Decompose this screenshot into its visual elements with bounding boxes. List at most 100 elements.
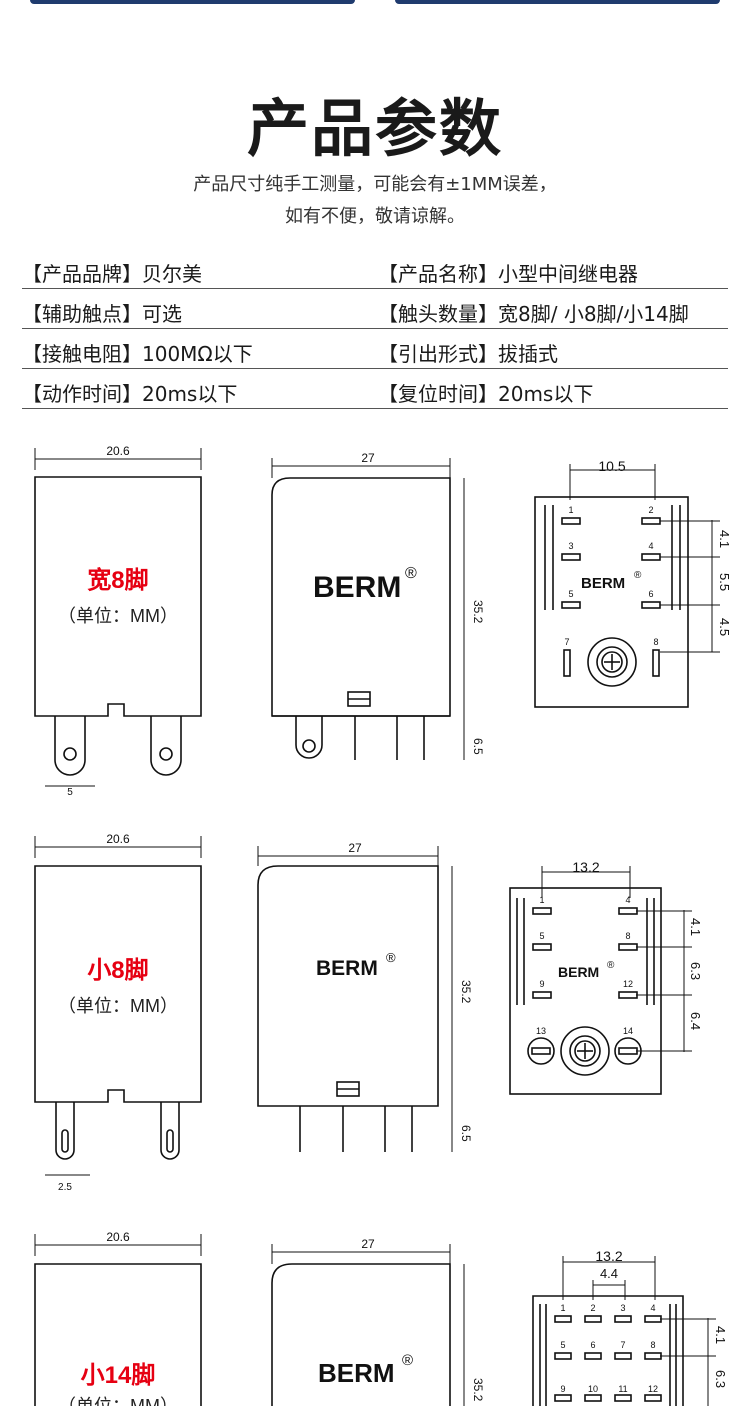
unit-label: （单位：MM） [58, 1396, 178, 1406]
registered-mark: ® [402, 1352, 413, 1369]
small14-front-view: 20.6 小14脚 （单位：MM） [34, 1230, 202, 1406]
small14-bottom-view: 13.2 4.4 1 2 3 4 5 6 7 8 9 10 11 12 4.1 … [532, 1248, 728, 1406]
top-banner-left [30, 0, 355, 4]
svg-text:3: 3 [620, 1303, 625, 1313]
pin-4: 4 [641, 541, 661, 561]
pin-6: 6 [641, 589, 661, 609]
svg-text:13: 13 [536, 1026, 546, 1036]
spec-value: 20ms以下 [142, 382, 238, 406]
dim-depth: 27 [361, 1237, 375, 1251]
wide8-bottom-view: 10.5 1 2 3 4 5 6 7 8 BERM ® 4.1 5.5 4.5 [534, 458, 732, 708]
spec-row: 【辅助触点】可选 【触头数量】宽8脚/ 小8脚/小14脚 [22, 290, 728, 329]
center-screw-icon [587, 637, 637, 687]
spec-value: 100MΩ以下 [142, 342, 253, 366]
svg-text:9: 9 [560, 1384, 565, 1394]
small8-front-view: 20.6 2.5 小8脚 （单位：MM） [34, 832, 202, 1193]
pin-8: 8 [644, 1340, 662, 1360]
unit-label: （单位：MM） [58, 606, 178, 626]
spec-key: 【动作时间】 [22, 382, 142, 406]
spec-value: 可选 [142, 302, 182, 326]
dim-pin-length: 6.5 [471, 738, 485, 755]
pin-5: 5 [532, 931, 552, 951]
pin-1: 1 [561, 505, 581, 525]
dim-pitch: 6.3 [713, 1370, 728, 1388]
pin-11: 11 [614, 1384, 632, 1402]
spec-row: 【接触电阻】100MΩ以下 【引出形式】拔插式 [22, 330, 728, 369]
dim-depth: 27 [348, 841, 362, 855]
registered-mark: ® [634, 570, 642, 581]
small8-bottom-view: 13.2 1 4 5 8 9 12 13 14 BERM ® 4.1 6.3 6… [509, 859, 703, 1095]
registered-mark: ® [405, 565, 417, 582]
svg-text:4: 4 [625, 895, 630, 905]
spec-key: 【触头数量】 [378, 302, 498, 326]
pin-5: 5 [561, 589, 581, 609]
pin-12: 12 [644, 1384, 662, 1402]
svg-text:3: 3 [568, 541, 573, 551]
model-name: 小8脚 [87, 957, 148, 984]
dim-width: 20.6 [106, 832, 130, 846]
pin-10: 10 [584, 1384, 602, 1402]
wide8-front-view: 20.6 5 宽8脚 （单位：MM） [34, 444, 202, 798]
pin-4: 4 [618, 895, 638, 915]
model-name: 宽8脚 [87, 566, 148, 594]
spec-value: 贝尔美 [142, 262, 202, 286]
pin-7: 7 [614, 1340, 632, 1360]
spec-value: 拔插式 [498, 342, 558, 366]
dim-pin-length: 6.5 [459, 1125, 473, 1142]
model-name: 小14脚 [81, 1362, 156, 1389]
pin-7: 7 [563, 637, 571, 677]
pin-9: 9 [532, 979, 552, 999]
pin-5: 5 [554, 1340, 572, 1360]
svg-text:5: 5 [560, 1340, 565, 1350]
dim-pin-span: 13.2 [572, 859, 599, 875]
spec-key: 【复位时间】 [378, 382, 498, 406]
svg-text:12: 12 [623, 979, 633, 989]
spec-key: 【产品名称】 [378, 262, 498, 286]
svg-text:8: 8 [650, 1340, 655, 1350]
dim-pin-span: 10.5 [598, 458, 625, 474]
registered-mark: ® [386, 950, 396, 965]
svg-text:7: 7 [564, 637, 569, 647]
pin-14: 14 [614, 1026, 642, 1065]
spec-value: 宽8脚/ 小8脚/小14脚 [498, 302, 689, 326]
dim-pitch: 5.5 [717, 573, 732, 591]
dim-height: 35.2 [471, 600, 485, 624]
brand-logo: BERM [316, 957, 378, 980]
svg-text:8: 8 [625, 931, 630, 941]
svg-text:5: 5 [539, 931, 544, 941]
pin-9: 9 [554, 1384, 572, 1402]
spec-row: 【产品品牌】贝尔美 【产品名称】小型中间继电器 [22, 250, 728, 289]
svg-text:1: 1 [539, 895, 544, 905]
dim-pitch: 4.1 [688, 918, 703, 936]
svg-text:1: 1 [568, 505, 573, 515]
pin-2: 2 [641, 505, 661, 525]
subtitle-line-1: 产品尺寸纯手工测量，可能会有±1MM误差， [193, 174, 557, 195]
pin-3: 3 [614, 1303, 632, 1323]
pin-2: 2 [584, 1303, 602, 1323]
pin-12: 12 [618, 979, 638, 999]
pin-3: 3 [561, 541, 581, 561]
svg-text:4: 4 [650, 1303, 655, 1313]
spec-key: 【接触电阻】 [22, 342, 142, 366]
svg-text:7: 7 [620, 1340, 625, 1350]
svg-text:2: 2 [590, 1303, 595, 1313]
svg-text:8: 8 [653, 637, 658, 647]
svg-text:6: 6 [590, 1340, 595, 1350]
svg-text:6: 6 [648, 589, 653, 599]
pin-1: 1 [554, 1303, 572, 1323]
svg-text:9: 9 [539, 979, 544, 989]
spec-row: 【动作时间】20ms以下 【复位时间】20ms以下 [22, 370, 728, 409]
spec-key: 【产品品牌】 [22, 262, 142, 286]
dim-pin-inner: 4.4 [600, 1266, 618, 1281]
pin-4: 4 [644, 1303, 662, 1323]
registered-mark: ® [607, 960, 615, 971]
pin-6: 6 [584, 1340, 602, 1360]
svg-text:12: 12 [648, 1384, 658, 1394]
wide8-side-view: 27 35.2 6.5 BERM ® [271, 451, 485, 760]
top-banner-right [395, 0, 720, 4]
brand-logo: BERM [313, 571, 401, 604]
pin-13: 13 [527, 1026, 555, 1065]
dim-height: 35.2 [471, 1378, 485, 1402]
dim-width: 20.6 [106, 1230, 130, 1244]
svg-text:1: 1 [560, 1303, 565, 1313]
